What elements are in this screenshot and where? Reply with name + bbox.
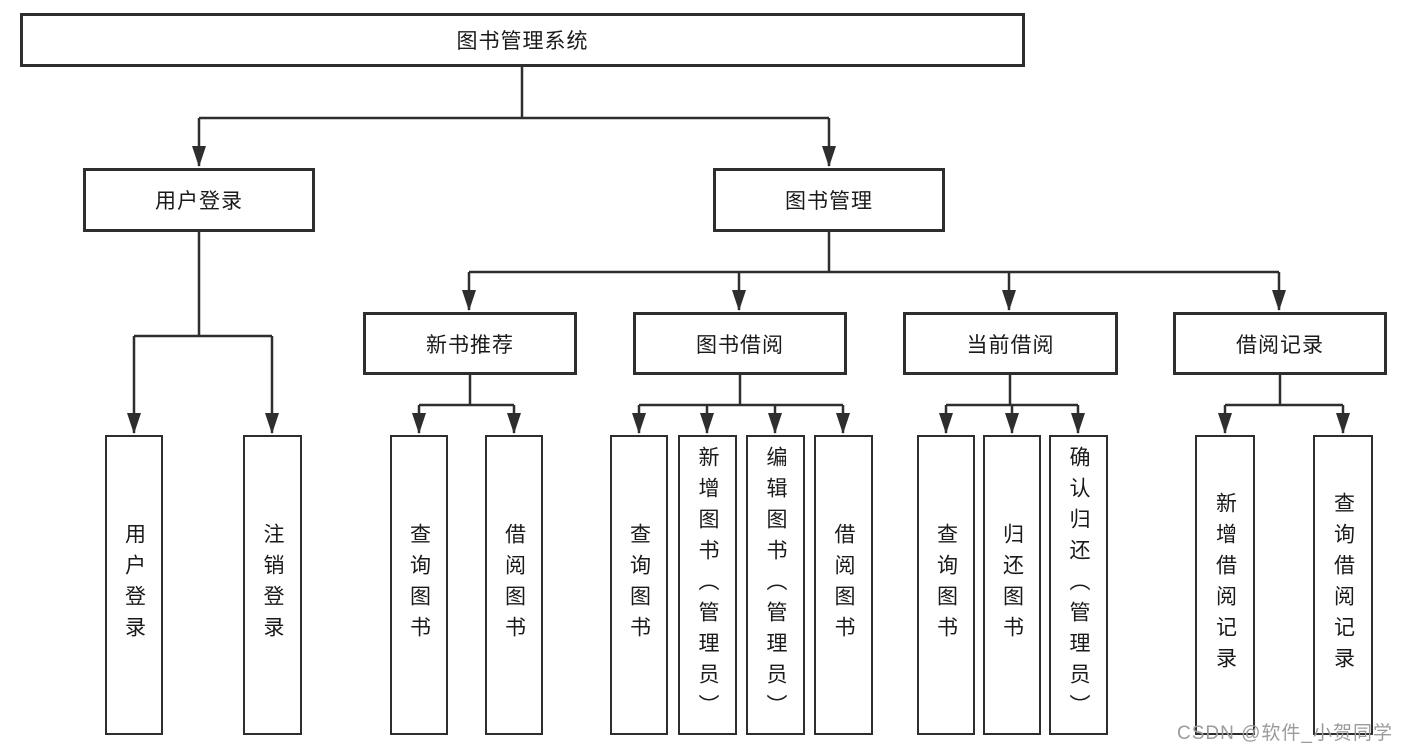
leaf-current-confirm-return-admin: 确认归还（管理员） xyxy=(1049,435,1108,735)
node-book-management: 图书管理 xyxy=(713,168,945,232)
leaf-recommend-query-book: 查询图书 xyxy=(390,435,448,735)
leaf-recommend-borrow-book: 借阅图书 xyxy=(485,435,543,735)
leaf-borrow-edit-book-admin: 编辑图书（管理员） xyxy=(746,435,805,735)
node-current-borrow: 当前借阅 xyxy=(903,312,1118,375)
node-root-system: 图书管理系统 xyxy=(20,13,1025,67)
node-new-book-recommend: 新书推荐 xyxy=(363,312,577,375)
leaf-current-query-book: 查询图书 xyxy=(917,435,975,735)
leaf-logout: 注销登录 xyxy=(243,435,302,735)
node-user-login: 用户登录 xyxy=(83,168,315,232)
leaf-records-query-record: 查询借阅记录 xyxy=(1313,435,1373,735)
leaf-records-add-record: 新增借阅记录 xyxy=(1195,435,1255,735)
leaf-borrow-borrow-book: 借阅图书 xyxy=(814,435,873,735)
csdn-watermark: CSDN @软件_小贺同学 xyxy=(1177,723,1393,744)
node-borrow-records: 借阅记录 xyxy=(1173,312,1387,375)
leaf-borrow-query-book: 查询图书 xyxy=(610,435,668,735)
leaf-user-login: 用户登录 xyxy=(105,435,163,735)
node-book-borrow: 图书借阅 xyxy=(633,312,847,375)
leaf-current-return-book: 归还图书 xyxy=(983,435,1041,735)
leaf-borrow-add-book-admin: 新增图书（管理员） xyxy=(678,435,737,735)
